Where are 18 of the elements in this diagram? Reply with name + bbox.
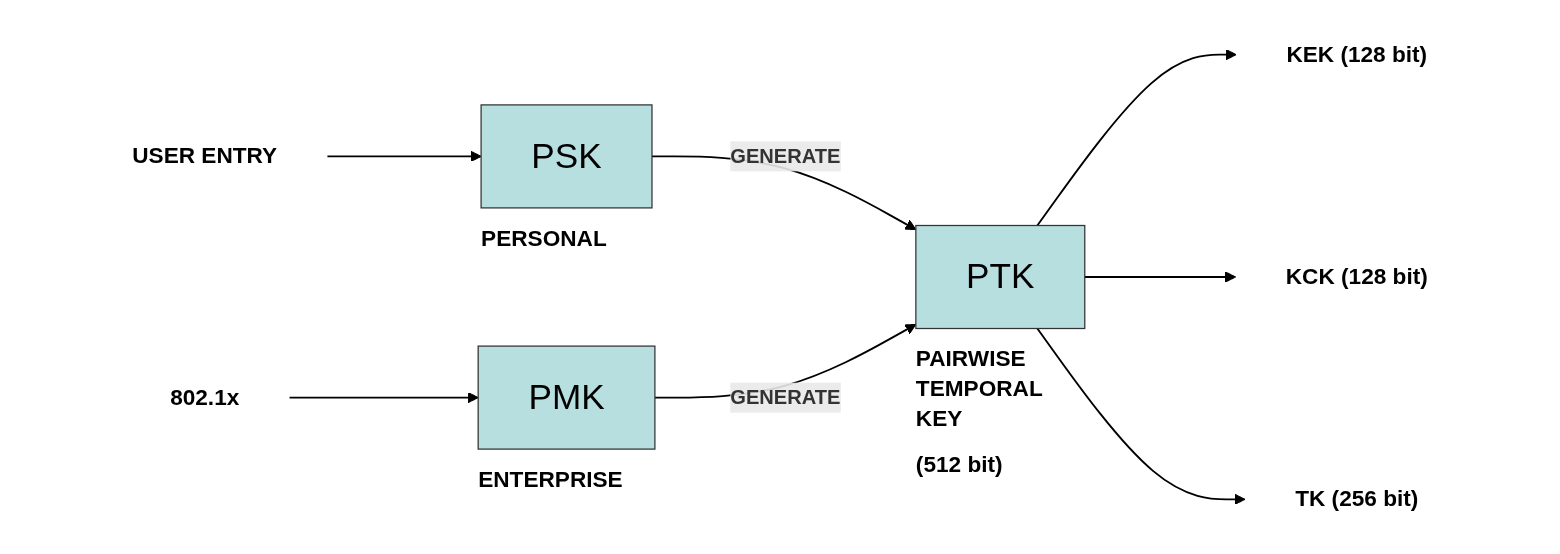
node-caption: (512 bit) bbox=[915, 451, 1003, 477]
node-box: PMK bbox=[477, 345, 656, 450]
node-text: USER ENTRY bbox=[132, 143, 278, 169]
node-caption: ENTERPRISE bbox=[478, 466, 623, 492]
node-caption: PAIRWISE TEMPORAL KEY bbox=[915, 346, 1043, 432]
arrow bbox=[326, 150, 482, 162]
edge-label: GENERATE bbox=[730, 145, 841, 167]
arrow bbox=[1036, 49, 1237, 227]
node-caption: PERSONAL bbox=[481, 225, 607, 251]
node-text: KCK (128 bit) bbox=[1285, 263, 1428, 289]
node-text: KEK (128 bit) bbox=[1286, 41, 1428, 67]
arrow bbox=[1036, 327, 1246, 505]
edge-label: GENERATE bbox=[730, 386, 841, 408]
node-box: PTK bbox=[915, 224, 1086, 330]
node-box: PSK bbox=[480, 104, 653, 209]
arrow bbox=[288, 392, 479, 404]
node-text: TK (256 bit) bbox=[1295, 486, 1419, 512]
node-text: 802.1x bbox=[170, 384, 240, 410]
